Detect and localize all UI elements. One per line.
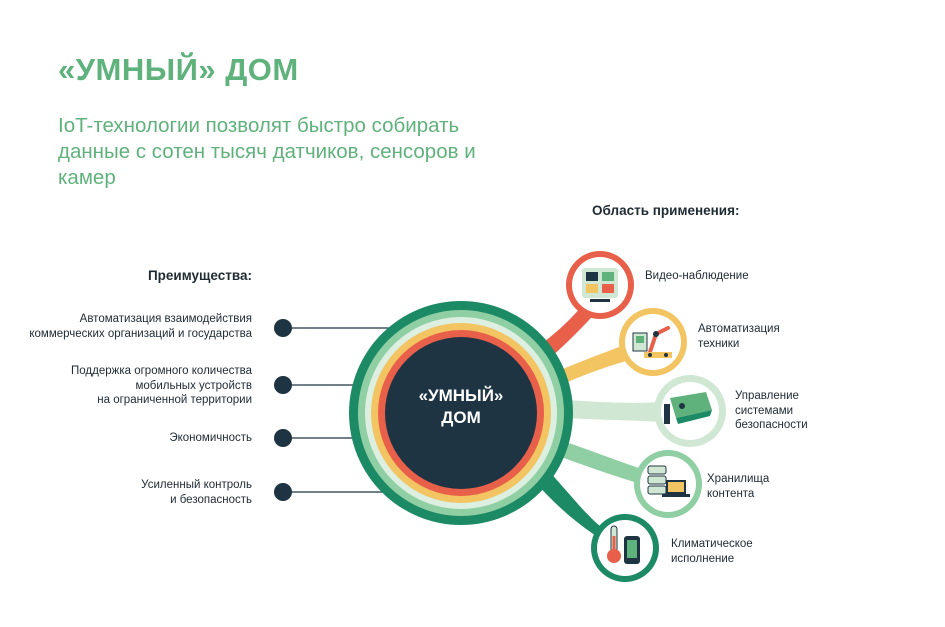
page-title: «УМНЫЙ» ДОМ	[58, 52, 299, 87]
advantage-item-3: Экономичность	[169, 432, 252, 444]
application-label-climate: Климатическое исполнение	[671, 538, 753, 565]
applications-heading: Область применения:	[592, 203, 740, 218]
application-label-automation: Автоматизация техники	[698, 323, 780, 350]
advantage-bullet-1	[274, 319, 292, 337]
application-node-video	[566, 251, 634, 319]
advantages-heading: Преимущества:	[147, 268, 252, 283]
hub-core	[385, 337, 537, 489]
application-label-storage: Хранилища контента	[707, 473, 770, 500]
advantage-item-4: Усиленный контроль и безопасность	[141, 479, 252, 506]
application-node-security	[654, 375, 726, 447]
branch-storage	[556, 440, 648, 486]
application-label-video: Видео-наблюдение	[645, 270, 749, 282]
thermometer-icon	[607, 525, 640, 564]
advantage-bullet-2	[274, 376, 292, 394]
robot-arm-icon	[632, 326, 672, 358]
video-surveillance-icon	[582, 268, 618, 302]
page-subtitle: IoT-технологии позволят быстро собирать …	[58, 114, 476, 189]
security-camera-icon	[664, 392, 712, 424]
application-label-security: Управление системами безопасности	[735, 390, 808, 431]
hub-label: «УМНЫЙ» ДОМ	[418, 386, 504, 427]
advantage-item-1: Автоматизация взаимодействия коммерчески…	[29, 313, 252, 340]
branch-video	[540, 302, 598, 358]
server-storage-icon	[647, 465, 690, 497]
branch-automation	[560, 345, 630, 384]
application-node-storage	[634, 450, 702, 518]
advantage-bullet-3	[274, 429, 292, 447]
branch-security	[565, 400, 662, 422]
application-node-climate	[591, 514, 659, 582]
advantage-item-2: Поддержка огромного количества мобильных…	[71, 365, 252, 406]
advantage-bullet-4	[274, 483, 292, 501]
application-node-automation	[619, 308, 687, 376]
